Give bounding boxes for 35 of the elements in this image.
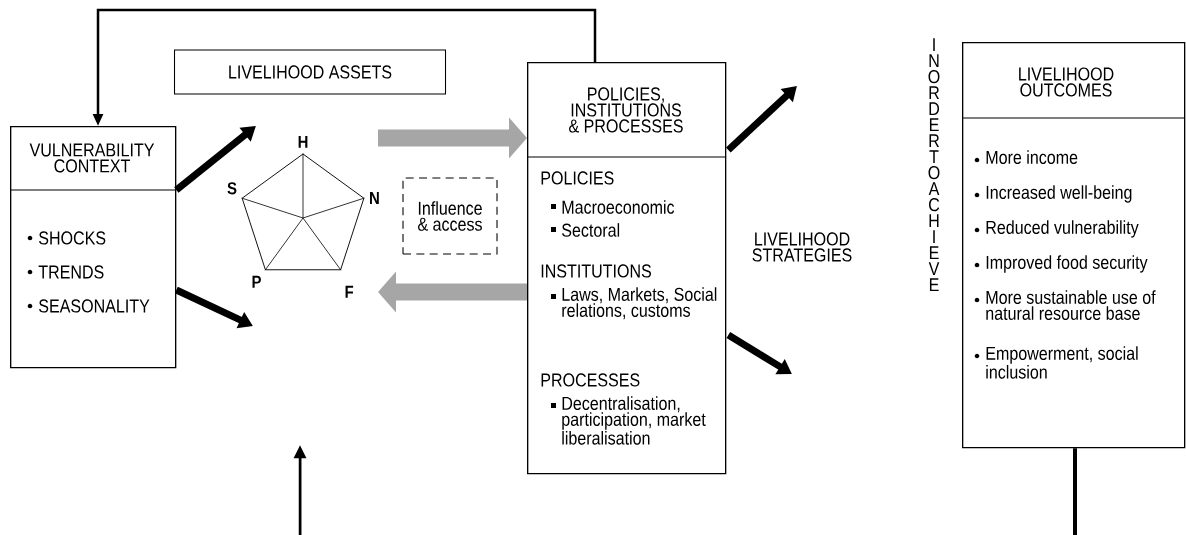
section-heading: POLICIES bbox=[541, 171, 614, 185]
bullet-item: Sectoral bbox=[551, 223, 620, 237]
arrow bbox=[174, 126, 256, 193]
outcome-box bbox=[962, 42, 1186, 449]
connector-line bbox=[1073, 448, 1077, 535]
bullet-item: SEASONALITY bbox=[27, 299, 150, 313]
title-box: LIVELIHOOD ASSETS bbox=[173, 49, 447, 95]
bullet-item: Decentralisation, participation, market liberalisation bbox=[551, 396, 706, 445]
bullet-item: Increased well-being bbox=[974, 185, 1132, 203]
bullet-item: Empowerment, social inclusion bbox=[974, 346, 1138, 379]
bullet-item: More sustainable use of natural resource base bbox=[974, 290, 1156, 320]
bullet-item: Macroeconomic bbox=[551, 200, 675, 214]
vertex-label: S bbox=[227, 182, 237, 195]
dashed-box: Influence & access bbox=[402, 177, 498, 255]
bullet-item: Improved food security bbox=[974, 255, 1148, 273]
context-box bbox=[10, 126, 177, 369]
policy-box bbox=[527, 62, 727, 475]
vertex-label: N bbox=[370, 192, 379, 204]
section-heading: PROCESSES bbox=[541, 373, 640, 387]
vertex-label: H bbox=[298, 135, 308, 148]
bullet-item: Laws, Markets, Social relations, customs bbox=[551, 287, 717, 320]
pentagon-drawing bbox=[241, 153, 365, 271]
vertical-label: IN ORDER TO ACHIEVE bbox=[928, 38, 940, 292]
box-heading: POLICIES, INSTITUTIONS & PROCESSES bbox=[569, 87, 683, 133]
vertex-label: F bbox=[345, 285, 354, 298]
box-heading: LIVELIHOOD OUTCOMES bbox=[1019, 67, 1114, 97]
section-heading: INSTITUTIONS bbox=[541, 264, 652, 278]
arrow bbox=[725, 86, 797, 153]
strategy-label: LIVELIHOOD STRATEGIES bbox=[752, 232, 852, 262]
bullet-item: TRENDS bbox=[27, 265, 104, 279]
bullet-item: More income bbox=[974, 150, 1078, 164]
bullet-item: SHOCKS bbox=[27, 231, 106, 245]
bullet-item: Reduced vulnerability bbox=[974, 220, 1139, 238]
box-heading: VULNERABILITY CONTEXT bbox=[29, 143, 155, 173]
vertex-label: P bbox=[252, 275, 261, 288]
